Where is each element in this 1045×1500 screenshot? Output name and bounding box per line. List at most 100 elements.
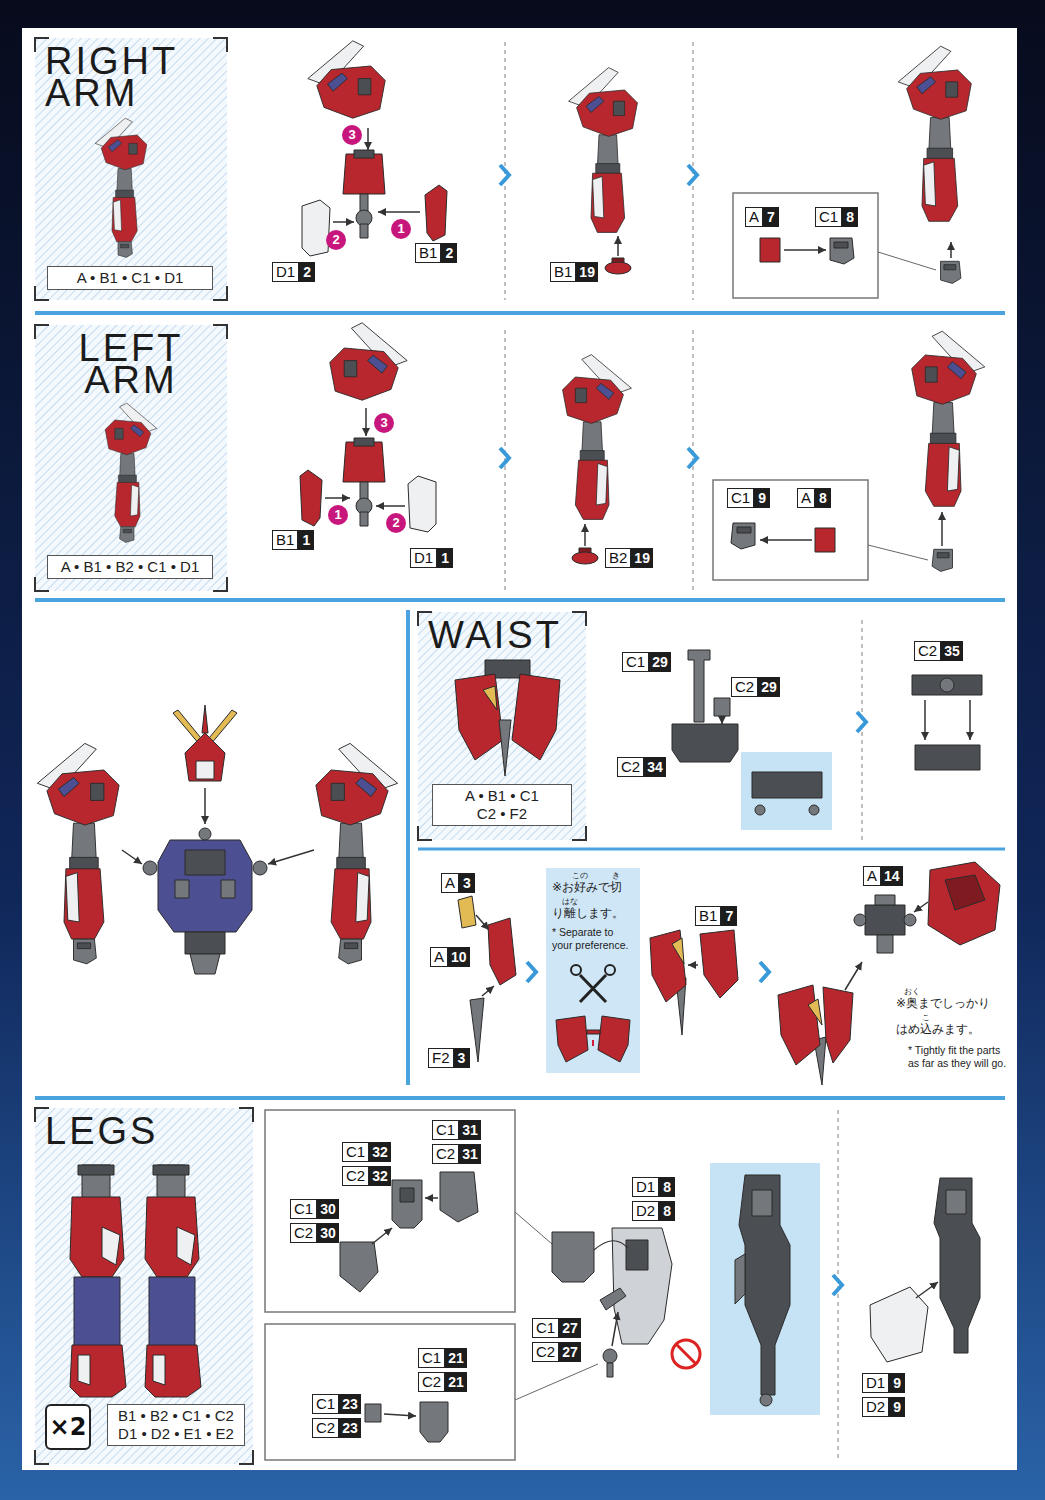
assembly-arrow xyxy=(584,524,586,546)
part-shape xyxy=(120,527,134,543)
section-panel: RIGHT ARM A • B1 • C1 • D1 xyxy=(35,38,227,300)
assembly-arrow xyxy=(476,915,489,930)
part-number: 8 xyxy=(815,488,831,508)
step-chevron xyxy=(688,448,697,468)
part-tag: D18 xyxy=(632,1177,675,1197)
assembly-arrow xyxy=(721,718,723,724)
step-chevron xyxy=(500,165,509,185)
part-group xyxy=(95,118,147,257)
part-shape xyxy=(115,428,123,439)
inset-box xyxy=(713,480,868,580)
part-number: 10 xyxy=(448,947,470,967)
part-group xyxy=(70,1165,126,1397)
part-shape xyxy=(316,770,388,825)
part-shape xyxy=(153,1355,165,1385)
part-shape xyxy=(612,1228,672,1344)
part-shape xyxy=(145,1197,199,1277)
step-chevron xyxy=(500,448,509,468)
runner-letter: D1 xyxy=(272,262,299,282)
section-panel: LEFT ARMA • B1 • B2 • C1 • D1 xyxy=(35,325,227,591)
part-number: 7 xyxy=(763,207,779,227)
section-title: RIGHT ARM xyxy=(35,38,227,110)
part-shape xyxy=(934,1178,980,1353)
part-tag: A7 xyxy=(745,207,779,227)
highlight-box xyxy=(741,752,832,830)
part-number: 3 xyxy=(454,1048,470,1068)
step-chevron xyxy=(760,962,769,982)
rule-line xyxy=(868,545,928,560)
part-shape xyxy=(202,705,208,733)
parts-text: A • B1 • C1 C2 • F2 xyxy=(454,787,550,823)
part-shape xyxy=(177,1227,195,1265)
runner-letter: C1 xyxy=(532,1318,559,1338)
part-shape xyxy=(688,650,710,722)
part-shape xyxy=(190,954,220,974)
part-shape xyxy=(591,173,625,232)
assembly-arrow xyxy=(365,408,367,436)
part-group xyxy=(854,895,916,953)
section-title: WAIST xyxy=(418,612,586,652)
part-shape xyxy=(929,118,951,152)
assembly-arrow xyxy=(969,700,971,740)
parts-list: B1 • B2 • C1 • C2 D1 • D2 • E1 • E2 xyxy=(107,1404,245,1446)
assembly-arrow xyxy=(268,850,314,864)
inset-box xyxy=(733,193,878,298)
part-shape xyxy=(356,778,377,797)
assembly-arrow xyxy=(378,211,420,213)
part-shape xyxy=(808,999,822,1025)
part-shape xyxy=(113,200,121,231)
parts-text: A • B1 • B2 • C1 • D1 xyxy=(52,558,208,576)
part-group xyxy=(37,743,119,963)
furigana: はな xyxy=(562,897,578,906)
part-number: 3 xyxy=(459,873,475,893)
runner-letter: B1 xyxy=(695,906,721,926)
part-shape xyxy=(360,224,368,238)
part-number: 34 xyxy=(644,757,666,777)
part-shape xyxy=(115,482,140,526)
part-group xyxy=(941,261,961,283)
step-chevron xyxy=(857,712,866,732)
runner-letter: C1 xyxy=(815,207,842,227)
part-tag: D19 xyxy=(862,1373,905,1393)
part-shape xyxy=(328,73,348,91)
part-shape xyxy=(340,1242,378,1292)
assembly-arrow xyxy=(425,1197,438,1199)
step-number: 3 xyxy=(374,413,394,433)
part-shape xyxy=(922,158,958,221)
part-tag: B119 xyxy=(550,262,598,282)
panel-hatch xyxy=(35,325,227,591)
part-shape xyxy=(563,377,624,423)
rule-line xyxy=(213,577,227,591)
assembly-arrow xyxy=(760,539,812,541)
part-shape xyxy=(672,938,684,964)
rule-line xyxy=(418,826,432,840)
part-tag: C127 xyxy=(532,1318,581,1338)
runner-letter: B2 xyxy=(605,548,631,568)
step-chevron xyxy=(833,1275,842,1295)
joint-ball xyxy=(143,861,157,875)
panel-hatch xyxy=(35,38,227,300)
part-shape xyxy=(737,527,751,533)
part-tag: C235 xyxy=(914,641,963,661)
part-shape xyxy=(78,1165,114,1175)
part-number: 2 xyxy=(441,243,457,263)
part-shape xyxy=(700,930,738,998)
part-tag: C230 xyxy=(290,1223,339,1243)
part-shape xyxy=(470,998,484,1062)
part-shape xyxy=(735,1254,745,1304)
part-shape xyxy=(343,154,385,194)
part-shape xyxy=(937,553,949,558)
assembly-arrow xyxy=(688,964,698,966)
part-number: 29 xyxy=(649,652,671,672)
step-chevron xyxy=(688,165,697,185)
part-shape xyxy=(66,873,79,922)
assembly-arrow xyxy=(333,221,354,223)
part-shape xyxy=(598,1016,630,1062)
parts-text: A • B1 • C1 • D1 xyxy=(52,269,208,287)
part-shape xyxy=(917,77,936,94)
rule-line xyxy=(35,311,1005,315)
part-shape xyxy=(91,783,104,800)
part-group xyxy=(145,1165,201,1397)
part-tag: C130 xyxy=(290,1199,339,1219)
